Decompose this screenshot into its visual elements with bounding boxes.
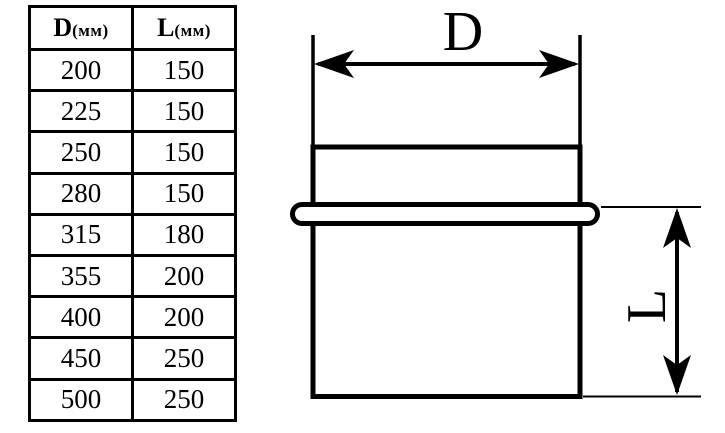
duct-body-outline [310,211,583,399]
table-cell: 150 [131,89,237,134]
table-cell: 280 [28,171,134,216]
table-cell: 200 [131,253,237,299]
table-cell: 180 [131,212,237,257]
l-dimension-label: L [616,289,678,323]
table-cell: 150 [131,171,237,216]
table-cell: 200 [28,47,134,93]
column-header-d-unit: (мм) [72,21,109,40]
table-cell: 250 [28,130,134,175]
column-header-d-symbol: D [53,13,73,42]
table-cell: 400 [28,295,134,340]
d-arrowhead-right-icon [539,50,579,78]
column-header-l-symbol: L [157,13,175,42]
table-cell: 500 [28,377,134,422]
column-header-l: L(мм) [131,5,237,51]
table-cell: 250 [131,377,237,422]
table-cell: 315 [28,212,134,257]
flange-bead [290,202,600,226]
table-header-row: D(мм) L(мм) [28,5,237,51]
column-header-d: D(мм) [28,5,134,51]
d-arrowhead-left-icon [314,50,354,78]
table-cell: 225 [28,89,134,134]
column-header-l-unit: (мм) [174,21,211,40]
table-cell: 355 [28,253,134,299]
l-arrowhead-down-icon [663,355,691,395]
table-cell: 150 [131,130,237,175]
table-cell: 450 [28,336,134,381]
table-cell: 250 [131,336,237,381]
table-cell: 150 [131,47,237,93]
table-cell: 200 [131,295,237,340]
d-dimension-label: D [443,1,483,63]
table-header: D(мм) L(мм) [28,5,237,51]
l-arrowhead-up-icon [663,208,691,248]
